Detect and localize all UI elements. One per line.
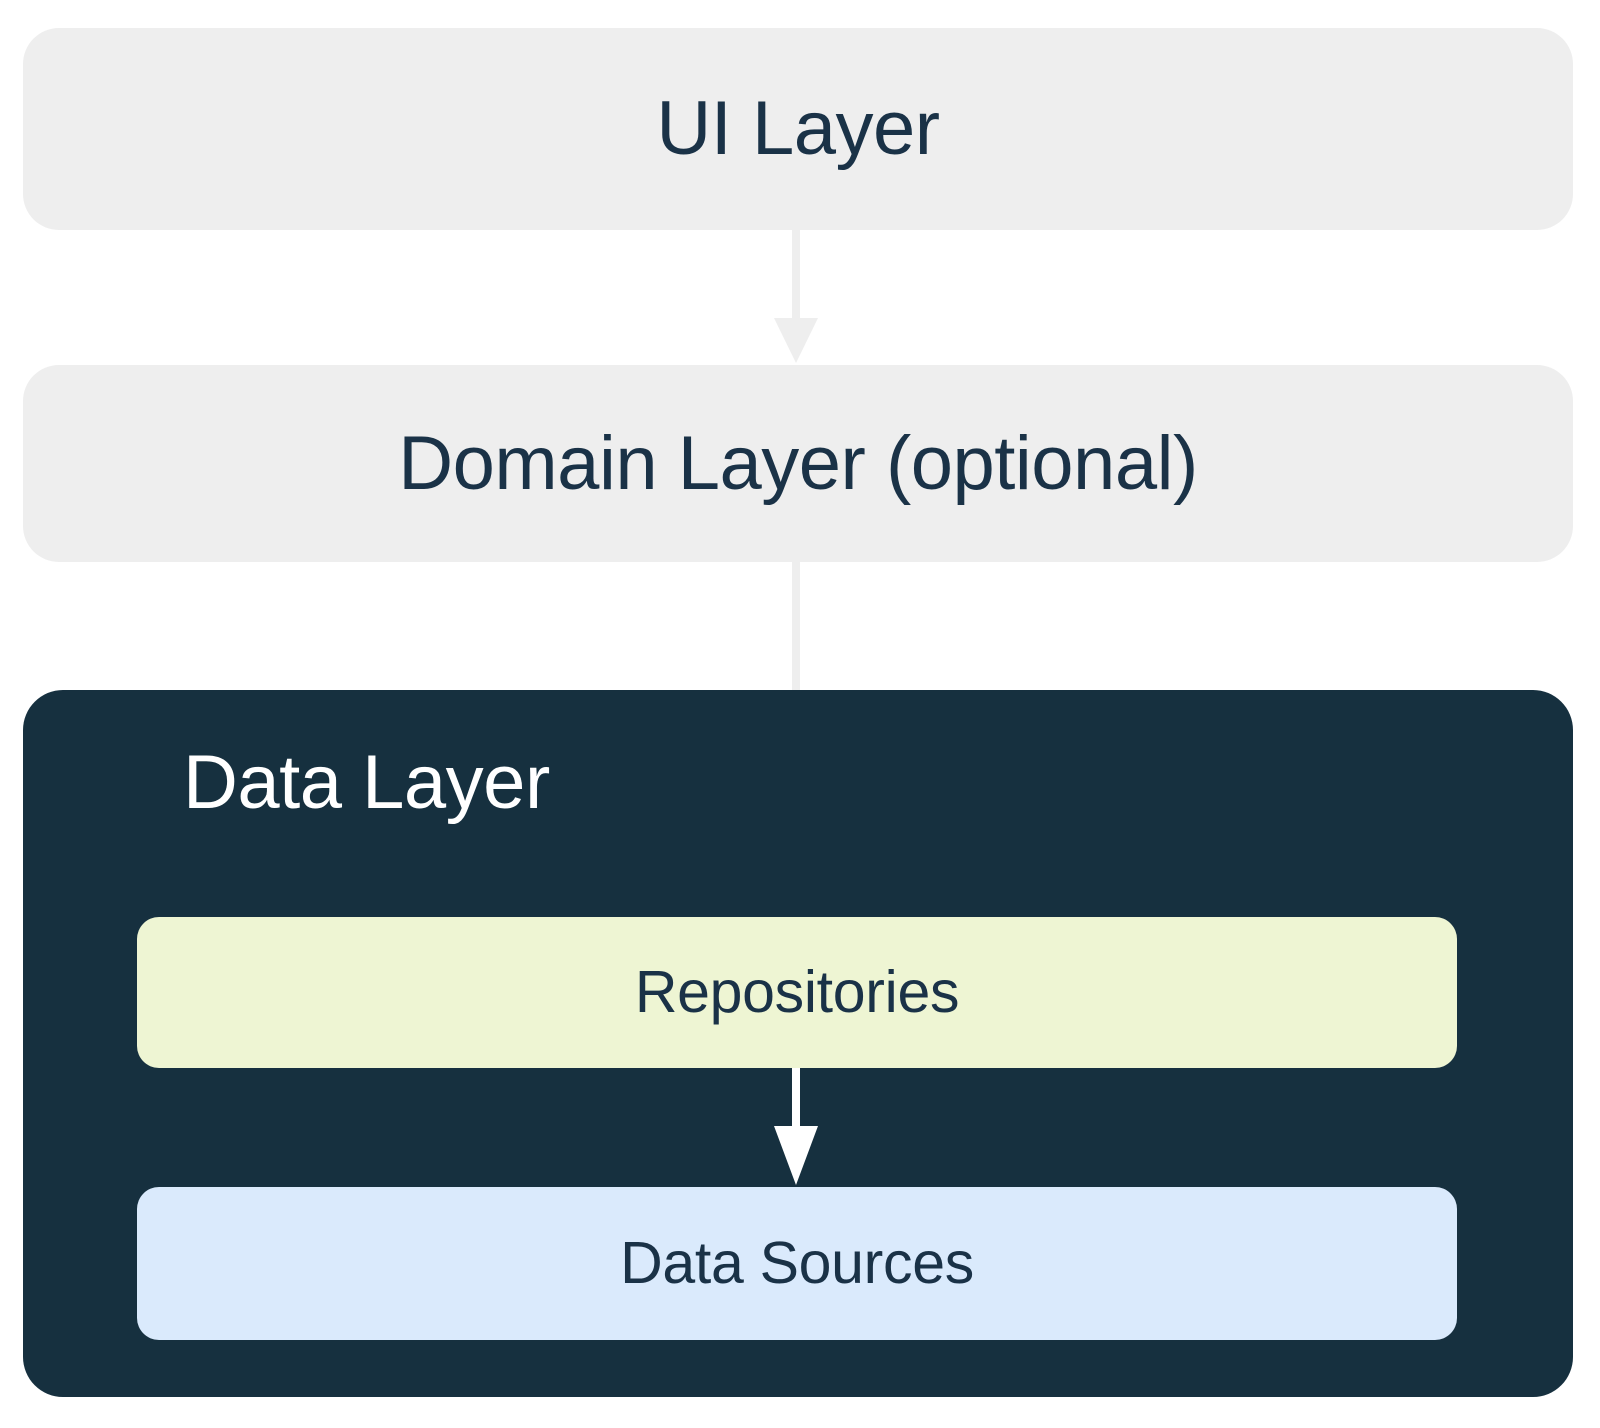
arrow-down-ui-to-domain-icon [774, 230, 818, 363]
ui-layer-label: UI Layer [656, 86, 940, 171]
repositories-label: Repositories [634, 959, 960, 1025]
data-sources-label: Data Sources [620, 1230, 974, 1296]
arrow-down-repositories-to-data-sources-icon [774, 1068, 818, 1185]
data-layer-label: Data Layer [183, 740, 550, 825]
domain-layer-box[interactable]: Domain Layer (optional) [23, 365, 1573, 562]
domain-layer-label: Domain Layer (optional) [398, 420, 1198, 506]
repositories-box[interactable]: Repositories [137, 917, 1457, 1068]
ui-layer-box[interactable]: UI Layer [23, 28, 1573, 230]
data-sources-box[interactable]: Data Sources [137, 1187, 1457, 1340]
data-layer-box[interactable]: Data Layer Repositories Data Sources [23, 690, 1573, 1397]
